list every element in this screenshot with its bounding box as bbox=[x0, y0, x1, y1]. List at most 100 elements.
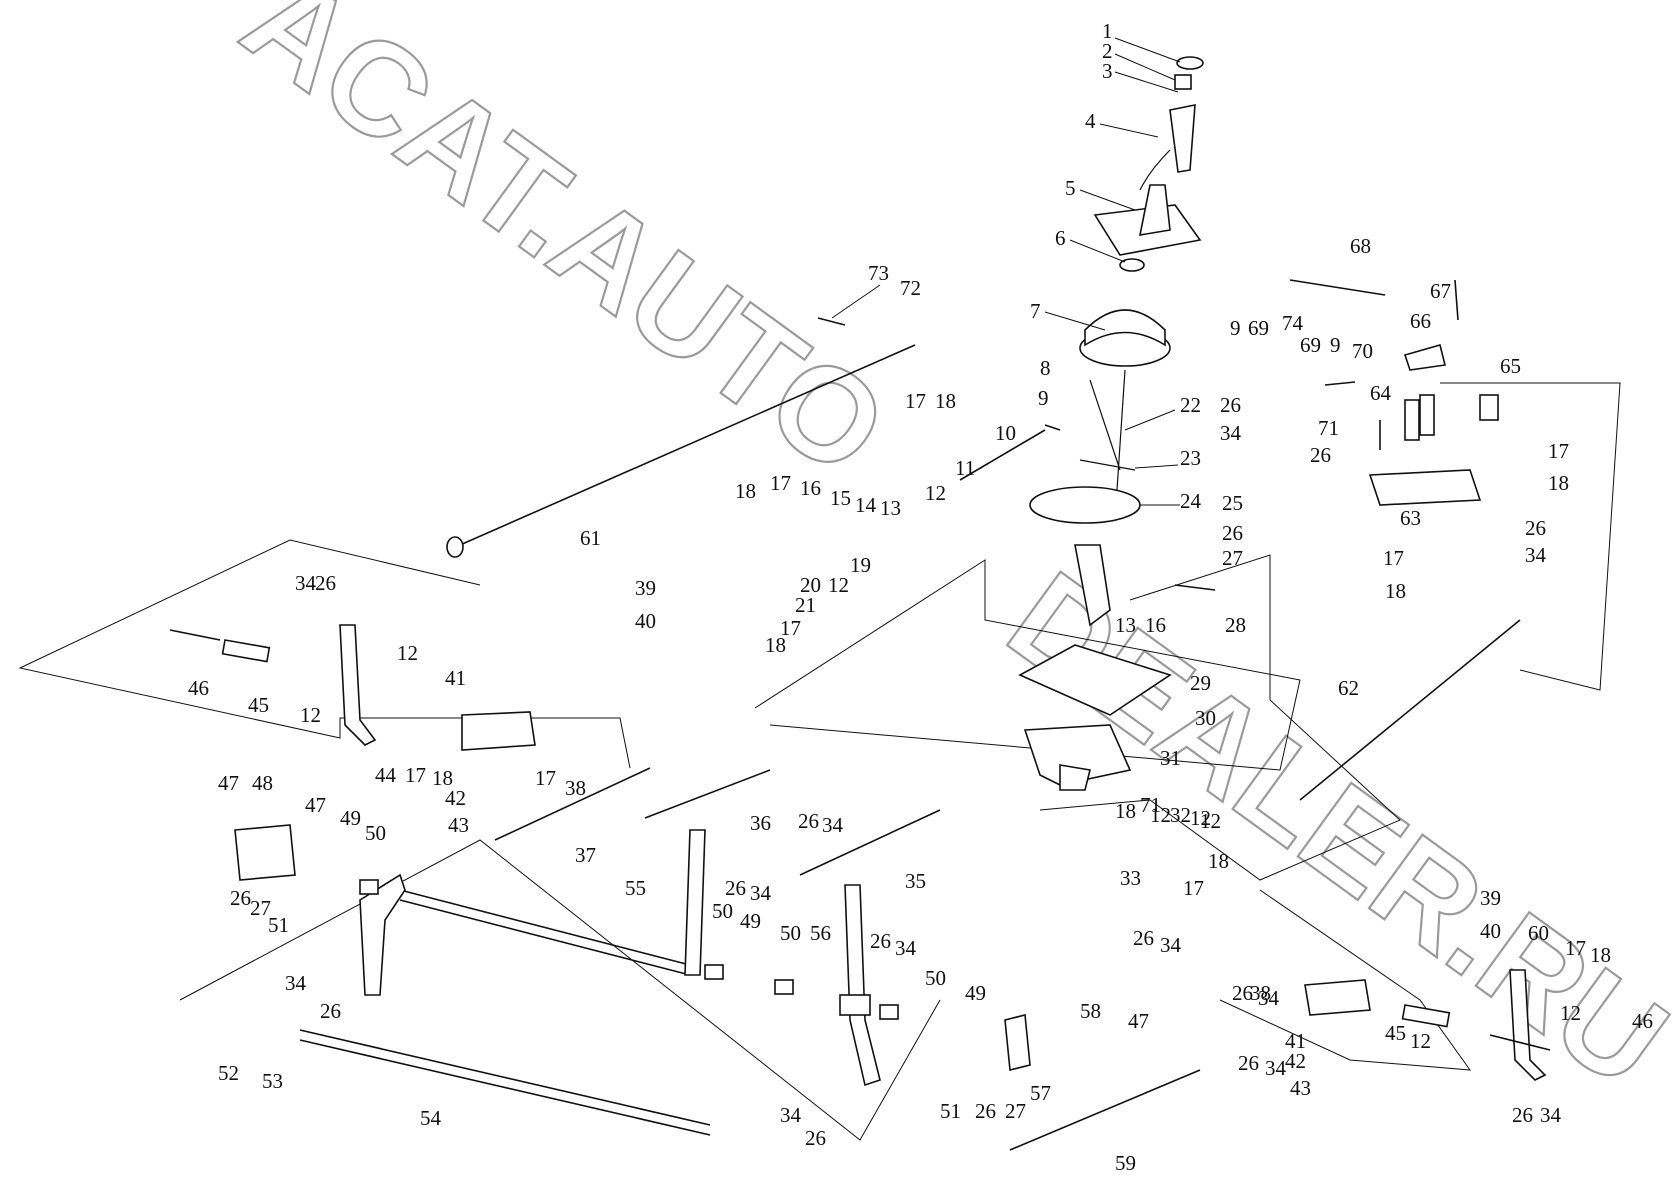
callout-9-c: 9 bbox=[1330, 333, 1341, 357]
callout-43-b: 43 bbox=[1290, 1076, 1311, 1100]
callout-50-b: 50 bbox=[712, 899, 733, 923]
callout-18-g: 18 bbox=[1115, 799, 1136, 823]
part-ring-plate-24 bbox=[1029, 486, 1141, 524]
part-bushing-50-a bbox=[359, 879, 379, 895]
callout-55: 55 bbox=[625, 876, 646, 900]
callout-67: 67 bbox=[1430, 279, 1451, 303]
housing-assembly bbox=[1018, 644, 1172, 791]
callout-16-a: 16 bbox=[800, 476, 821, 500]
callout-34-g: 34 bbox=[895, 936, 917, 960]
leader-lines bbox=[831, 37, 1181, 506]
callout-40-a: 40 bbox=[635, 609, 656, 633]
callout-39-b: 39 bbox=[1480, 886, 1501, 910]
callout-69-a: 69 bbox=[1248, 316, 1269, 340]
callout-26-m: 26 bbox=[1133, 926, 1154, 950]
part-bracket-57 bbox=[1004, 1013, 1031, 1072]
rods bbox=[299, 279, 1521, 1151]
callout-39-a: 39 bbox=[635, 576, 656, 600]
part-pin-23 bbox=[1079, 459, 1136, 471]
callout-53: 53 bbox=[262, 1069, 283, 1093]
callout-41-a: 41 bbox=[445, 666, 466, 690]
callout-9: 9 bbox=[1038, 386, 1049, 410]
callout-12-g: 12 bbox=[1560, 1001, 1581, 1025]
frame-right-upper bbox=[1440, 382, 1621, 691]
callout-26-b: 26 bbox=[315, 571, 336, 595]
callout-34-e: 34 bbox=[822, 813, 844, 837]
callout-21: 21 bbox=[795, 593, 816, 617]
callout-42-b: 42 bbox=[1285, 1049, 1306, 1073]
part-bracket-66 bbox=[1403, 344, 1446, 371]
callout-17-c: 17 bbox=[905, 389, 926, 413]
part-housing-plate-29 bbox=[1018, 644, 1172, 716]
callout-47-c: 47 bbox=[1128, 1009, 1149, 1033]
callout-42-a: 42 bbox=[445, 786, 466, 810]
part-bolt-67 bbox=[1454, 279, 1459, 321]
callout-18-i: 18 bbox=[1590, 943, 1611, 967]
callout-7: 7 bbox=[1030, 299, 1041, 323]
callout-34-h: 34 bbox=[780, 1103, 802, 1127]
callout-29: 29 bbox=[1190, 671, 1211, 695]
part-cylinder-64-a bbox=[1404, 399, 1420, 441]
callout-71-b: 71 bbox=[1140, 793, 1161, 817]
callout-25: 25 bbox=[1222, 491, 1243, 515]
callout-2: 2 bbox=[1102, 39, 1113, 63]
callout-66: 66 bbox=[1410, 309, 1431, 333]
callout-74: 74 bbox=[1282, 311, 1304, 335]
callout-13-b: 13 bbox=[1115, 613, 1136, 637]
part-lever-44 bbox=[339, 624, 377, 746]
part-bracket-63 bbox=[1368, 469, 1482, 506]
callout-18-h: 18 bbox=[1208, 849, 1229, 873]
part-housing-30 bbox=[1023, 724, 1132, 786]
callout-47-b: 47 bbox=[305, 793, 326, 817]
frame-left-bracket bbox=[18, 539, 631, 769]
callout-34-d: 34 bbox=[285, 971, 307, 995]
callout-17-f: 17 bbox=[405, 763, 426, 787]
callout-19: 19 bbox=[850, 553, 871, 577]
part-bracket-41-right bbox=[1304, 979, 1371, 1016]
assembly-frames bbox=[18, 382, 1621, 1141]
callout-26-o: 26 bbox=[1232, 981, 1253, 1005]
callout-44: 44 bbox=[375, 763, 397, 787]
callout-31: 31 bbox=[1160, 746, 1181, 770]
part-shaft-54 bbox=[299, 1029, 711, 1126]
callout-61: 61 bbox=[580, 526, 601, 550]
callout-17-b: 17 bbox=[780, 616, 801, 640]
callout-49-c: 49 bbox=[965, 981, 986, 1005]
callout-40-b: 40 bbox=[1480, 919, 1501, 943]
callout-38-a: 38 bbox=[565, 776, 586, 800]
callout-51-a: 51 bbox=[268, 913, 289, 937]
part-bushing-mid bbox=[839, 994, 871, 1016]
part-rod-68 bbox=[1289, 279, 1386, 296]
callout-26-i: 26 bbox=[725, 876, 746, 900]
callout-34-j: 34 bbox=[1540, 1103, 1562, 1127]
callout-46-b: 46 bbox=[1632, 1009, 1653, 1033]
callout-63: 63 bbox=[1400, 506, 1421, 530]
callout-15: 15 bbox=[830, 486, 851, 510]
part-knob bbox=[1169, 104, 1196, 173]
callout-17-d: 17 bbox=[1548, 439, 1569, 463]
part-lever-56 bbox=[844, 884, 881, 1087]
callout-18-e: 18 bbox=[1385, 579, 1406, 603]
callout-12-b: 12 bbox=[828, 573, 849, 597]
part-rod-61 bbox=[459, 344, 916, 546]
watermark: ACAT.AUTO DEALER.RU bbox=[217, 0, 1680, 1116]
callout-22: 22 bbox=[1180, 393, 1201, 417]
callout-27-c: 27 bbox=[1005, 1099, 1026, 1123]
callout-12-i: 12 bbox=[1190, 806, 1211, 830]
callout-1: 1 bbox=[1102, 19, 1113, 43]
brackets bbox=[234, 344, 1482, 1072]
part-nut-top bbox=[1174, 74, 1192, 90]
callout-70: 70 bbox=[1352, 339, 1373, 363]
callout-27-b: 27 bbox=[250, 896, 271, 920]
callout-34-a: 34 bbox=[295, 571, 317, 595]
callout-11: 11 bbox=[955, 456, 975, 480]
callout-34-k: 34 bbox=[1258, 986, 1280, 1010]
part-shaft-55 bbox=[399, 889, 691, 966]
bolts bbox=[169, 279, 1551, 1051]
callout-34-i: 34 bbox=[1160, 933, 1182, 957]
callout-49-a: 49 bbox=[340, 806, 361, 830]
callout-17-i: 17 bbox=[1565, 936, 1586, 960]
levers bbox=[339, 624, 1547, 1087]
part-housing-base bbox=[1059, 764, 1091, 791]
